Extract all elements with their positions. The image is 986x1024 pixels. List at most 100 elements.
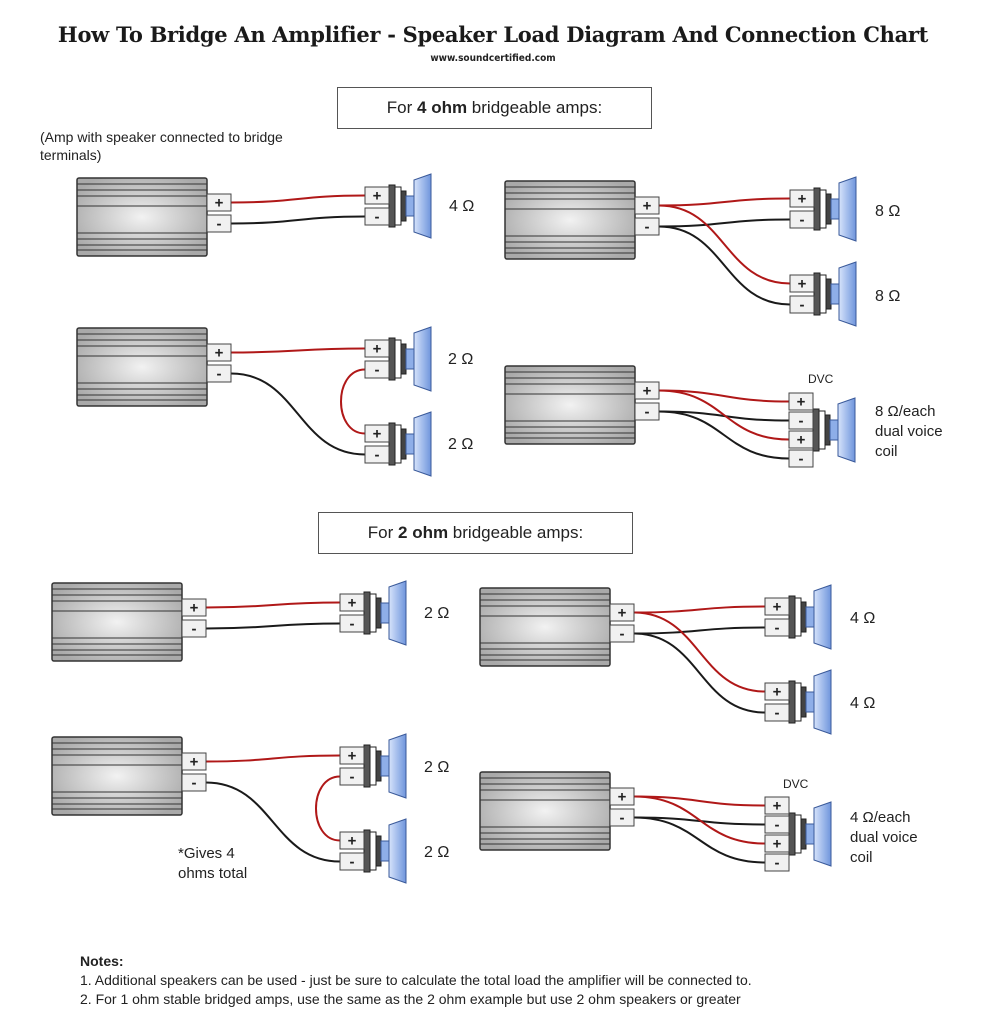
- terminal-box: [364, 339, 390, 358]
- magnet-back: [400, 428, 407, 460]
- terminal-box: [789, 189, 815, 208]
- magnet-plate: [388, 337, 396, 381]
- speaker-impedance-label: 8 Ω: [875, 288, 901, 305]
- terminal-box: [206, 343, 232, 362]
- amplifier-4ohm-dvc: [504, 365, 636, 445]
- speaker-negative-terminal: -: [764, 618, 790, 637]
- speaker-positive-terminal: +: [364, 186, 390, 205]
- positive-wire: [633, 795, 766, 845]
- amplifier-2ohm-dvc: [479, 771, 611, 851]
- speaker-2ohm-parallel-2: [788, 669, 832, 735]
- speaker-impedance-label: 2 Ω: [424, 844, 450, 861]
- positive-wire: [230, 347, 366, 354]
- speaker-4ohm-parallel-1: [813, 176, 857, 242]
- speaker-positive-terminal: +: [364, 339, 390, 358]
- magnet-back: [800, 686, 807, 718]
- terminal-sign: -: [350, 616, 355, 633]
- terminal-box: [339, 767, 365, 786]
- speaker-negative-terminal: -: [339, 852, 365, 871]
- page-title: How To Bridge An Amplifier - Speaker Loa…: [57, 22, 929, 47]
- voice-coil-2-positive-terminal: +: [788, 430, 814, 449]
- magnet-ring: [794, 814, 802, 854]
- amplifier-4ohm-single: [76, 177, 208, 257]
- speaker-positive-terminal: +: [789, 189, 815, 208]
- speaker-negative-terminal: -: [364, 360, 390, 379]
- terminal-box: [339, 593, 365, 612]
- positive-wire: [658, 389, 790, 403]
- amp-positive-terminal: +: [634, 196, 660, 215]
- positive-wire: [633, 611, 766, 693]
- terminal-box: [339, 852, 365, 871]
- series-jumper-wire: [315, 775, 341, 842]
- terminal-box: [364, 186, 390, 205]
- amp-positive-terminal: +: [206, 193, 232, 212]
- positive-wire: [658, 197, 791, 207]
- speaker-2ohm-series-2: [363, 818, 407, 884]
- magnet-ring: [819, 189, 827, 229]
- voice-coil: [805, 606, 815, 628]
- label-line: ohms total: [178, 865, 248, 882]
- terminal-box: [788, 430, 814, 449]
- speaker-4ohm-single-1: [388, 173, 432, 239]
- speaker-positive-terminal: +: [764, 597, 790, 616]
- magnet-ring: [819, 274, 827, 314]
- speaker-negative-terminal: -: [339, 614, 365, 633]
- voice-coil-2-negative-terminal: -: [788, 449, 814, 468]
- terminal-sign: -: [775, 620, 780, 637]
- terminal-sign: -: [775, 817, 780, 834]
- speaker-cone: [413, 411, 432, 477]
- terminal-box: [764, 853, 790, 872]
- terminal-box: [789, 210, 815, 229]
- positive-wire: [658, 204, 791, 285]
- terminal-box: [634, 196, 660, 215]
- speaker-cone: [813, 801, 832, 867]
- terminal-sign: +: [773, 798, 782, 815]
- terminal-sign: -: [217, 216, 222, 233]
- speaker-cone: [413, 173, 432, 239]
- heading-suffix: bridgeable amps:: [467, 98, 603, 117]
- terminal-box: [364, 424, 390, 443]
- magnet-back: [375, 750, 382, 782]
- terminal-sign: -: [350, 769, 355, 786]
- terminal-box: [364, 360, 390, 379]
- terminal-box: [634, 217, 660, 236]
- terminal-box: [339, 831, 365, 850]
- magnet-back: [824, 414, 831, 446]
- magnet-ring: [394, 186, 402, 226]
- magnet-plate: [812, 408, 820, 452]
- label-line: 8 Ω/each: [875, 403, 936, 420]
- amp-negative-terminal: -: [609, 624, 635, 643]
- magnet-back: [800, 601, 807, 633]
- terminal-sign: +: [643, 383, 652, 400]
- heading-bold: 4 ohm: [417, 98, 468, 117]
- speaker-impedance-label: 8 Ω: [875, 203, 901, 220]
- speaker-positive-terminal: +: [364, 424, 390, 443]
- terminal-sign: +: [215, 345, 224, 362]
- voice-coil-1-negative-terminal: -: [764, 815, 790, 834]
- speaker-cone: [838, 261, 857, 327]
- amp-positive-terminal: +: [181, 598, 207, 617]
- terminal-sign: +: [215, 195, 224, 212]
- positive-wire: [633, 605, 766, 614]
- terminal-box: [364, 445, 390, 464]
- speaker-2ohm-dvc: [788, 801, 832, 867]
- voice-coil: [405, 433, 415, 455]
- speaker-2ohm-series-1: [363, 733, 407, 799]
- terminal-box: [764, 618, 790, 637]
- positive-wire: [230, 194, 366, 204]
- terminal-box: [609, 603, 635, 622]
- amp-negative-terminal: -: [181, 773, 207, 792]
- terminal-box: [764, 796, 790, 815]
- terminal-sign: -: [375, 362, 380, 379]
- speaker-negative-terminal: -: [364, 445, 390, 464]
- voice-coil: [830, 198, 840, 220]
- terminal-sign: -: [799, 413, 804, 430]
- terminal-box: [764, 834, 790, 853]
- terminal-sign: +: [773, 599, 782, 616]
- speaker-impedance-label: 2 Ω: [424, 605, 450, 622]
- magnet-ring: [794, 682, 802, 722]
- terminal-box: [206, 214, 232, 233]
- magnet-ring: [394, 339, 402, 379]
- speaker-cone: [837, 397, 856, 463]
